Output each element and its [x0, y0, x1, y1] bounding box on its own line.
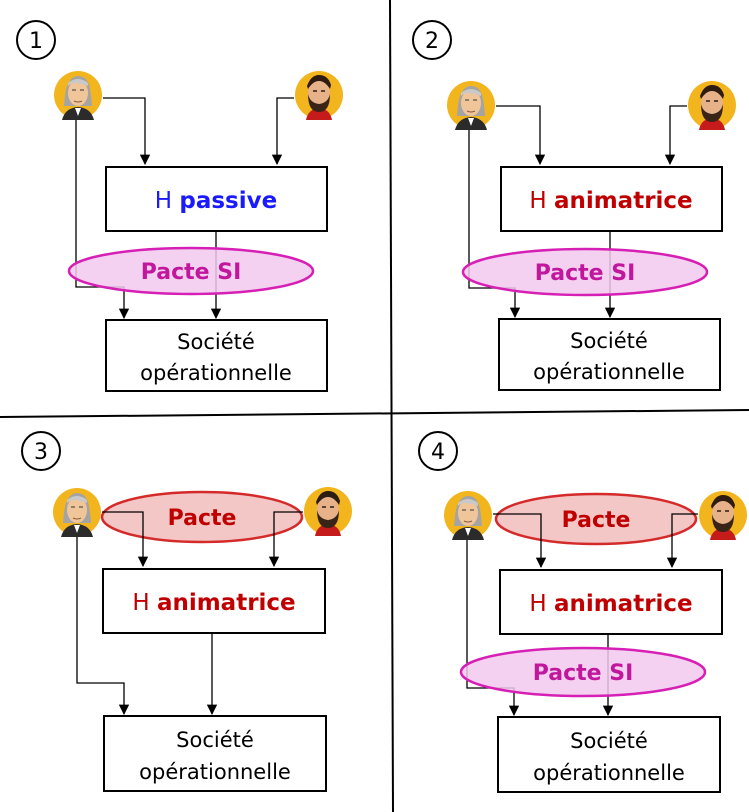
company-box [498, 318, 721, 391]
bearded-man-avatar-icon [687, 80, 737, 130]
arrow-older-to-holding [496, 105, 546, 166]
pacte-ellipse [494, 492, 698, 546]
arrow-older-to-holding [493, 513, 547, 569]
bearded-man-avatar-icon [303, 486, 353, 536]
pacte-label: Pacte [562, 508, 631, 533]
arrow-bearded-to-holding [271, 97, 294, 166]
arrow-older-to-company [76, 537, 130, 716]
panel-number: 1 [29, 29, 43, 54]
pacte-si-ellipse [459, 646, 707, 698]
bearded-man-avatar-icon [698, 490, 748, 540]
pacte-si-ellipse [67, 246, 315, 296]
older-man-avatar-icon [53, 70, 103, 120]
panel-number: 4 [431, 440, 445, 465]
holding-label: H animatrice [132, 590, 295, 616]
panel-number-circle [16, 20, 56, 60]
holding-box [102, 568, 326, 634]
vertical-divider [389, 0, 394, 812]
company-box [497, 716, 721, 793]
pacte-si-ellipse [461, 247, 709, 297]
pacte-si-label: Pacte SI [533, 661, 634, 686]
panel-2: 2 H animatrice Pacte SI Société opératio… [412, 20, 737, 391]
panel-number-circle [418, 431, 458, 471]
company-box [103, 715, 327, 792]
pacte-label: Pacte [168, 506, 237, 531]
older-man-avatar-icon [443, 490, 493, 540]
pacte-si-label: Pacte SI [535, 261, 636, 286]
company-label-line2: opérationnelle [140, 361, 292, 385]
panel-number: 3 [34, 440, 48, 465]
company-label-line2: opérationnelle [533, 761, 685, 785]
holding-label: H animatrice [529, 188, 692, 214]
company-label-line1: Société [570, 729, 648, 753]
company-label-line1: Société [177, 330, 255, 354]
holding-box [499, 569, 723, 635]
holding-label: H animatrice [529, 591, 692, 617]
holding-box [105, 166, 328, 232]
pacte-ellipse [100, 490, 304, 544]
horizontal-divider [0, 409, 749, 418]
arrow-older-to-holding [102, 511, 149, 568]
arrow-bearded-to-holding [268, 511, 303, 568]
panel-4: 4 Pacte H animatrice Pacte SI Société op… [418, 431, 748, 793]
panel-number-circle [21, 431, 61, 471]
arrow-bearded-to-holding [666, 513, 698, 569]
holding-box [500, 166, 723, 232]
arrow-older-to-holding [103, 97, 151, 166]
company-label-line1: Société [570, 329, 648, 353]
panel-1: 1 H passive Pacte SI Société opérationne… [16, 20, 344, 392]
holding-label: H passive [155, 188, 277, 214]
panel-number-circle [412, 20, 452, 60]
bearded-man-avatar-icon [294, 70, 344, 120]
company-box [105, 319, 328, 392]
arrow-bearded-to-holding [664, 105, 687, 166]
company-label-line2: opérationnelle [139, 760, 291, 784]
panel-number: 2 [425, 29, 439, 54]
company-label-line2: opérationnelle [533, 360, 685, 384]
older-man-avatar-icon [446, 80, 496, 130]
panel-3: 3 Pacte H animatrice Société opérationne… [21, 431, 353, 792]
company-label-line1: Société [176, 728, 254, 752]
pacte-si-label: Pacte SI [141, 260, 242, 285]
older-man-avatar-icon [52, 487, 102, 537]
